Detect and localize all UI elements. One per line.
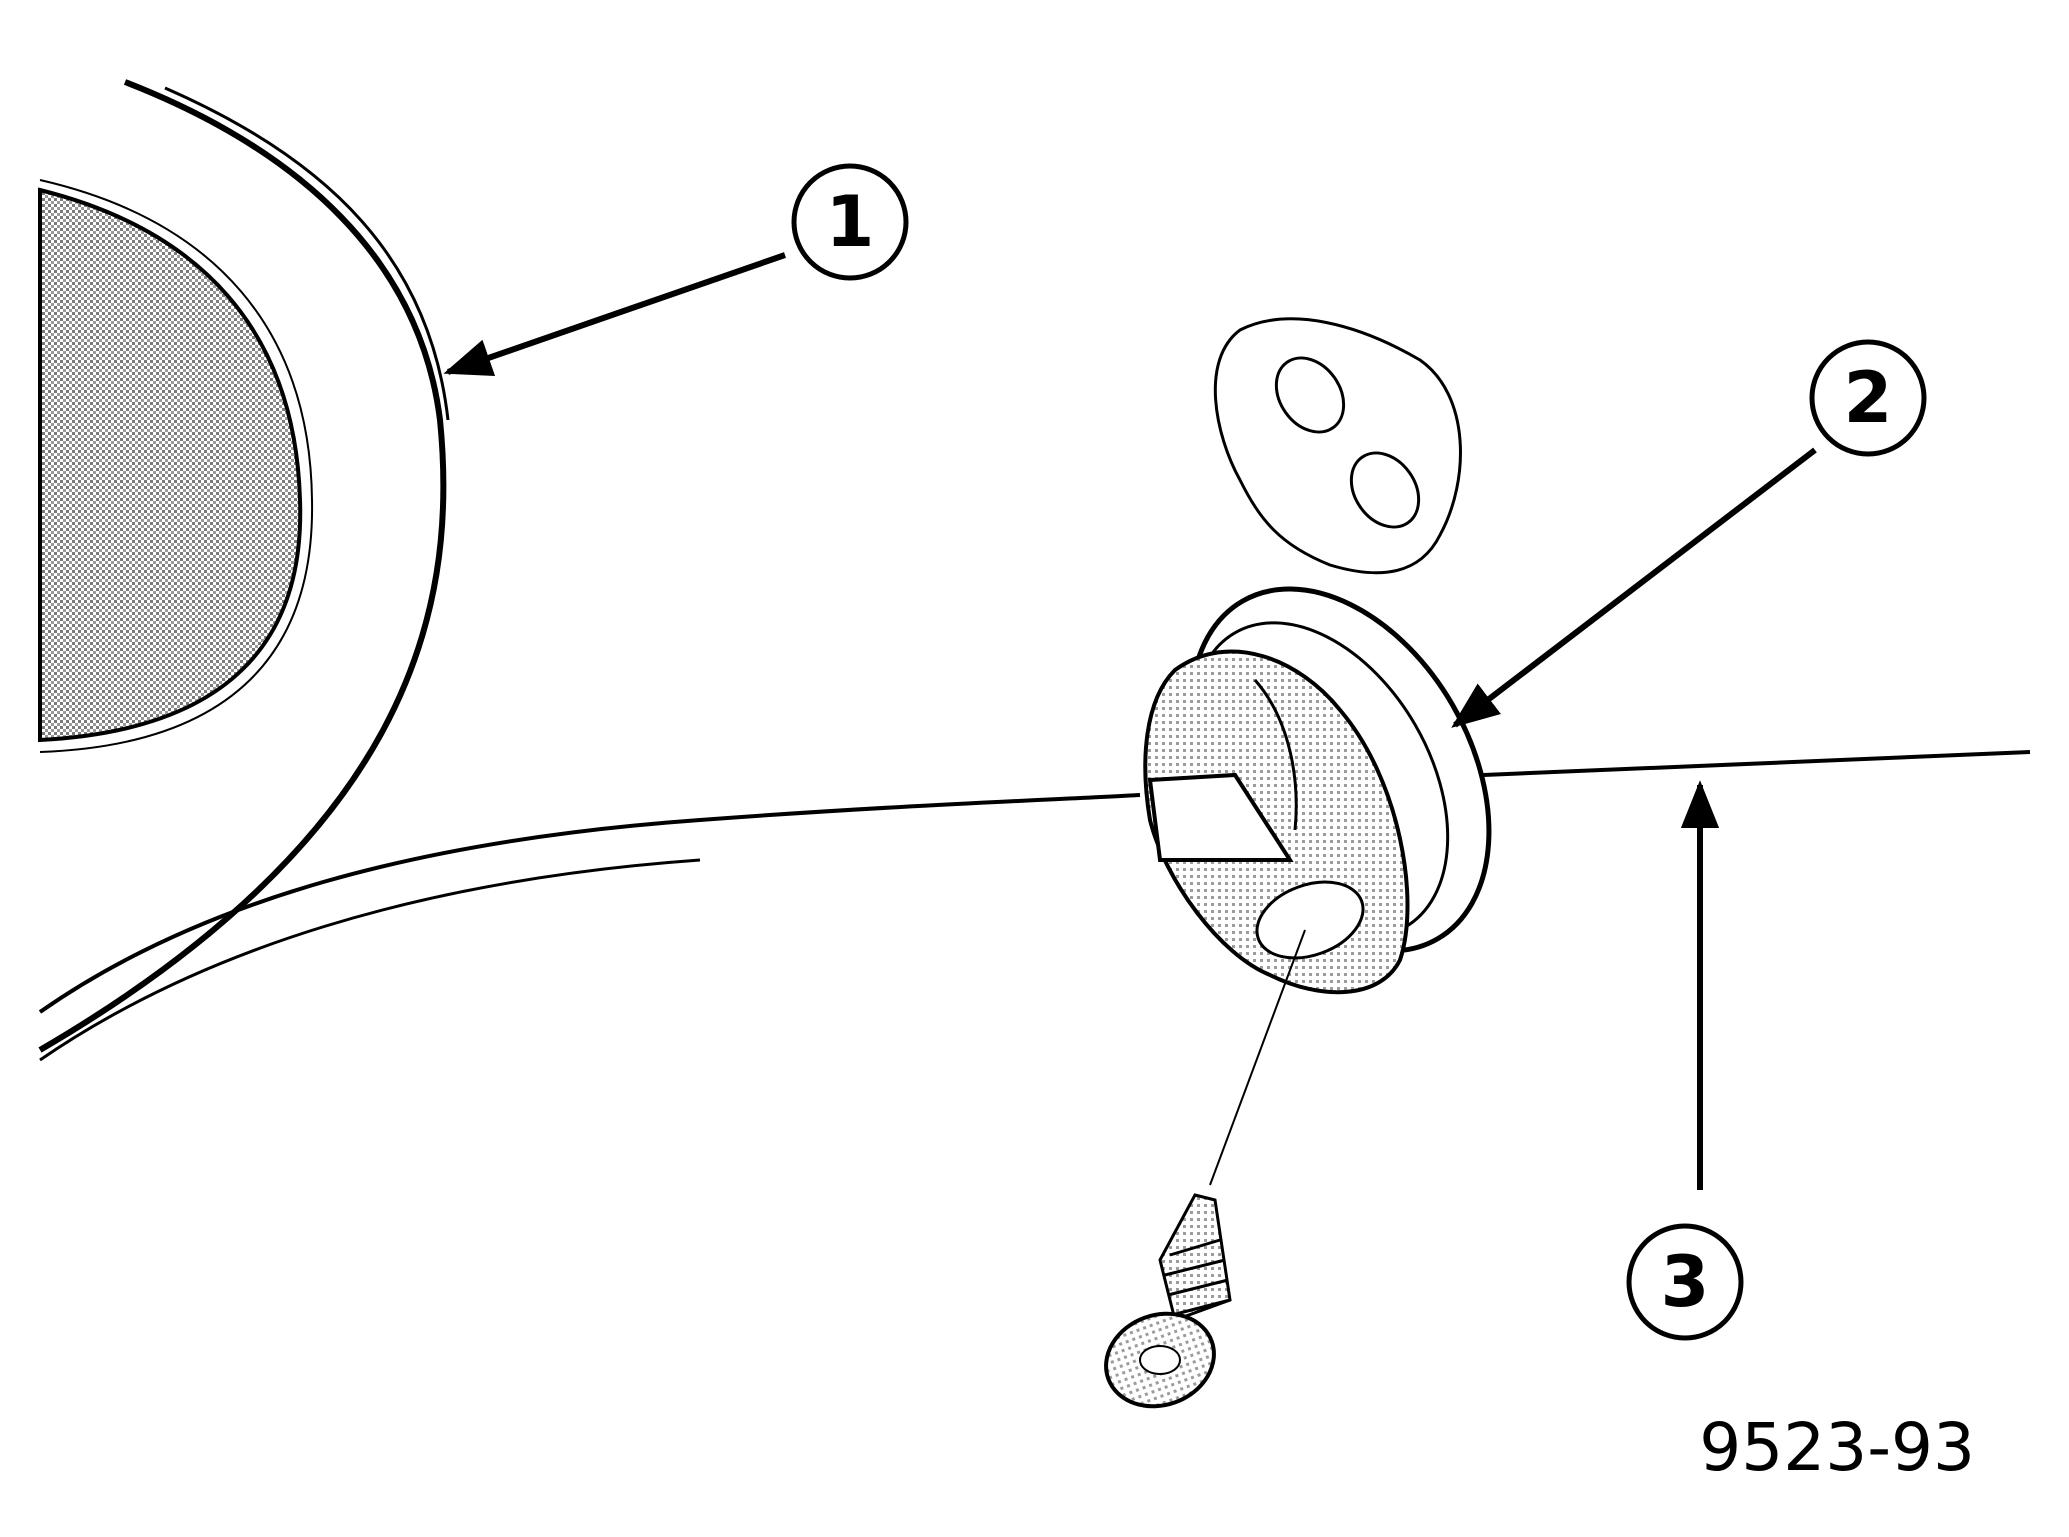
door-opening-frame bbox=[38, 79, 450, 1053]
callout-3: 3 bbox=[1626, 1223, 1744, 1341]
callout-2-arrow bbox=[1451, 447, 1817, 728]
body-side-contour-lower bbox=[39, 858, 701, 1062]
striker-assembly bbox=[1143, 586, 1492, 995]
body-panel-line bbox=[1459, 750, 2031, 778]
callout-2: 2 bbox=[1809, 339, 1927, 457]
callout-2-label: 2 bbox=[1844, 357, 1893, 439]
callout-1: 1 bbox=[791, 163, 909, 281]
striker-bolt-hole bbox=[1255, 880, 1365, 960]
screw bbox=[1104, 1193, 1232, 1409]
shim-hole-lower bbox=[1349, 451, 1421, 529]
callout-1-label: 1 bbox=[826, 181, 875, 263]
shim-plate bbox=[1213, 317, 1462, 575]
figure-id: 9523-93 bbox=[1699, 1409, 1975, 1486]
shim-hole-upper bbox=[1274, 356, 1346, 434]
window-glass-area bbox=[38, 187, 303, 743]
callout-1-arrow bbox=[443, 252, 786, 376]
body-side-contour bbox=[38, 793, 1141, 1014]
callout-3-label: 3 bbox=[1661, 1241, 1710, 1323]
install-centerline bbox=[1209, 929, 1306, 1186]
